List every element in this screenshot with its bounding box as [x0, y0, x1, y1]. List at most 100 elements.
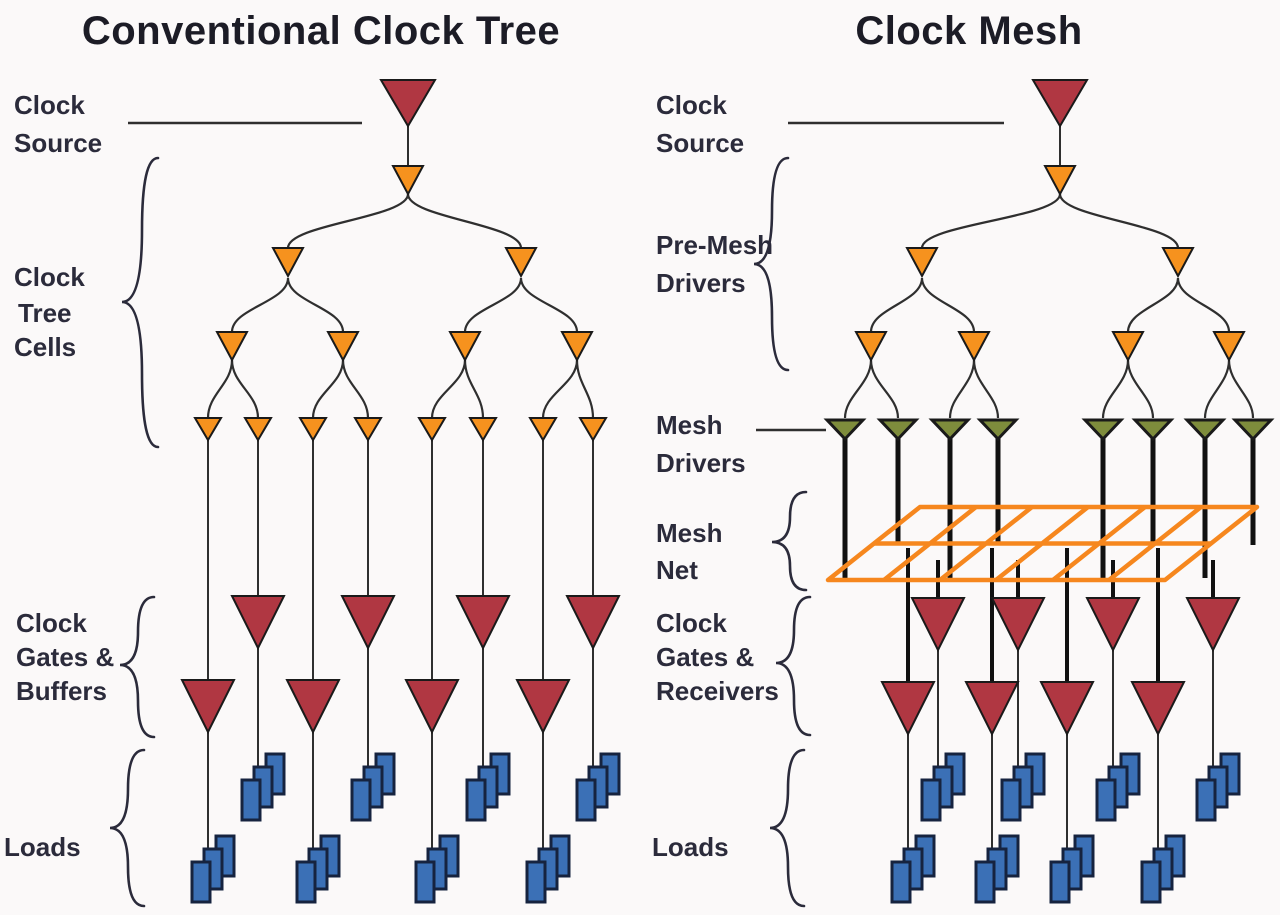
clock-source-buffer-icon [380, 79, 436, 127]
brace [753, 156, 790, 372]
tree-buffer-icon [216, 331, 248, 361]
pre-mesh-driver-icon [1044, 165, 1076, 195]
mesh-driver-icon [930, 418, 970, 441]
left-tree-buffers [194, 79, 607, 441]
label-text: Gates & [16, 642, 114, 672]
label-text: Source [656, 128, 744, 158]
load-stack-icon [1000, 752, 1046, 822]
clock-gate-receiver-icon [965, 681, 1019, 735]
tree-buffer-icon [561, 331, 593, 361]
mesh-net-label: Mesh Net [656, 490, 808, 592]
mesh-driver-icon [1083, 418, 1123, 441]
brace [109, 748, 146, 908]
tree-buffer-icon [469, 417, 497, 441]
right-loads-label: Loads [652, 748, 806, 908]
clock-gate-receiver-icon [1086, 597, 1140, 651]
load-stack-icon [1049, 834, 1095, 904]
mesh-driver-icon [1185, 418, 1225, 441]
left-clock-wires [207, 440, 594, 902]
right-clock-wires [907, 650, 1214, 902]
pre-mesh-driver-icon [906, 247, 938, 277]
tree-buffer-icon [392, 165, 424, 195]
pre-mesh-drivers-label: Pre-Mesh Drivers [656, 156, 790, 372]
label-text: Tree [18, 298, 72, 328]
left-loads-label: Loads [4, 748, 146, 908]
tree-buffer-icon [505, 247, 537, 277]
label-text: Clock [14, 262, 85, 292]
label-text: Pre-Mesh [656, 230, 773, 260]
load-stack-icon [414, 834, 460, 904]
clock-gate-receiver-icon [1186, 597, 1240, 651]
left-panel-title: Conventional Clock Tree [82, 9, 560, 53]
clock-gate-buffer-icon [566, 595, 620, 649]
tree-buffer-icon [418, 417, 446, 441]
gates-receivers-label: Clock Gates & Receivers [656, 595, 812, 737]
clock-gate-buffer-icon [286, 679, 340, 733]
brace [769, 748, 806, 908]
label-text: Clock [656, 608, 727, 638]
label-text: Gates & [656, 642, 754, 672]
right-loads [890, 752, 1241, 904]
load-stack-icon [525, 834, 571, 904]
left-tree-edges [206, 193, 595, 419]
left-clock-source-label: Clock Source [14, 90, 362, 158]
clock-gate-receiver-icon [911, 597, 965, 651]
load-stack-icon [465, 752, 511, 822]
left-gates-buffers-label: Clock Gates & Buffers [16, 595, 156, 739]
label-text: Net [656, 555, 698, 585]
mesh-driver-icon [978, 418, 1018, 441]
mesh-driver-icon [825, 418, 865, 441]
tree-buffer-icon [449, 331, 481, 361]
label-text: Mesh [656, 410, 722, 440]
load-stack-icon [1195, 752, 1241, 822]
label-text: Clock [16, 608, 87, 638]
load-stack-icon [974, 834, 1020, 904]
clock-gate-buffer-icon [231, 595, 285, 649]
label-text: Source [14, 128, 102, 158]
clock-gate-receiver-icon [1131, 681, 1185, 735]
label-text: Mesh [656, 518, 722, 548]
label-text: Buffers [16, 676, 107, 706]
label-text: Clock [14, 90, 85, 120]
brace [775, 595, 812, 737]
clock-source-buffer-icon [1032, 79, 1088, 127]
tree-buffer-icon [579, 417, 607, 441]
tree-buffer-icon [354, 417, 382, 441]
load-stack-icon [350, 752, 396, 822]
load-stack-icon [190, 834, 236, 904]
brace [771, 490, 808, 592]
label-text: Cells [14, 332, 76, 362]
clock-gate-buffer-icon [181, 679, 235, 733]
right-clock-source-label: Clock Source [656, 90, 1004, 158]
label-text: Clock [656, 90, 727, 120]
mesh-driver-icon [1233, 418, 1273, 441]
mesh-gridlines [874, 505, 1211, 582]
load-stack-icon [295, 834, 341, 904]
pre-mesh-driver-icon [1162, 247, 1194, 277]
load-stack-icon [1095, 752, 1141, 822]
left-clock-gates [181, 595, 620, 733]
mesh-driver-icon [878, 418, 918, 441]
clock-gate-receiver-icon [881, 681, 935, 735]
right-panel-title: Clock Mesh [855, 9, 1082, 53]
pre-mesh-driver-icon [855, 331, 887, 361]
pre-mesh-driver-icon [1112, 331, 1144, 361]
tree-buffer-icon [529, 417, 557, 441]
right-tree-edges [843, 193, 1255, 419]
clock-gate-receiver-icon [1040, 681, 1094, 735]
clock-gate-buffer-icon [341, 595, 395, 649]
left-loads [190, 752, 621, 904]
clock-gate-buffer-icon [456, 595, 510, 649]
tree-buffer-icon [299, 417, 327, 441]
load-stack-icon [890, 834, 936, 904]
label-text: Receivers [656, 676, 779, 706]
tree-buffer-icon [272, 247, 304, 277]
label-text: Drivers [656, 268, 746, 298]
tree-buffer-icon [327, 331, 359, 361]
left-tree-cells-label: Clock Tree Cells [14, 156, 160, 449]
clock-gate-buffer-icon [405, 679, 459, 733]
tree-buffer-icon [194, 417, 222, 441]
tree-buffer-icon [244, 417, 272, 441]
label-text: Loads [4, 832, 81, 862]
